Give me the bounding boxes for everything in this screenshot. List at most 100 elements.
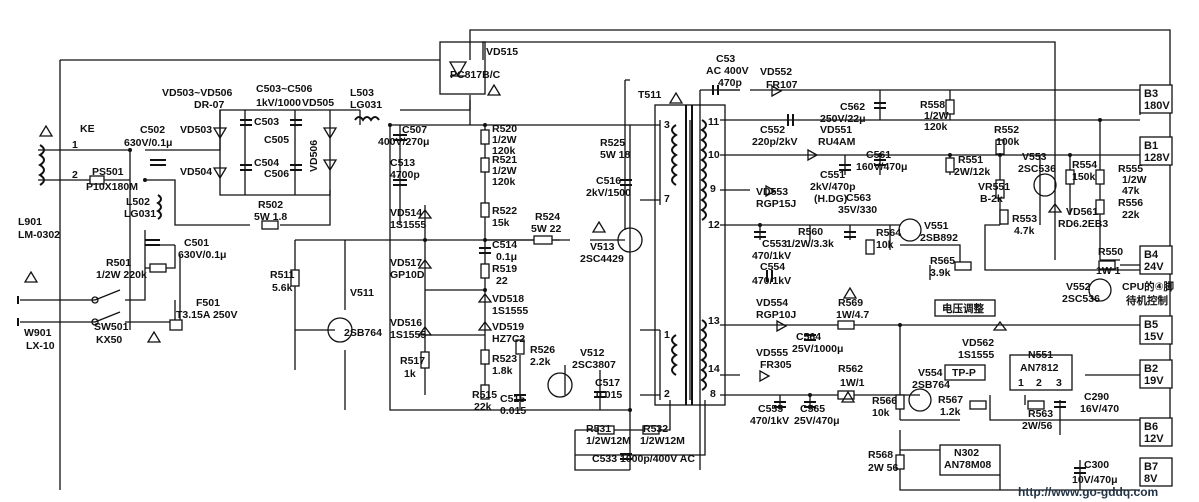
label-c517-value: 0.015 bbox=[596, 389, 622, 401]
label-c514: C514 bbox=[492, 239, 517, 251]
label-vd518: VD518 bbox=[492, 293, 524, 305]
pin-1: 1 bbox=[664, 329, 670, 341]
label-r502: R502 bbox=[258, 199, 283, 211]
switch-sw501 bbox=[94, 289, 121, 323]
label-vd562-value: 1S1555 bbox=[958, 349, 994, 361]
capacitor-c562 bbox=[874, 102, 886, 109]
label-c513-value: 4700p bbox=[390, 169, 420, 181]
r565 bbox=[954, 261, 972, 271]
r563 bbox=[1027, 400, 1045, 410]
transistor-v551 bbox=[898, 218, 922, 242]
label-c555-value: 470/1kV bbox=[750, 415, 789, 427]
label-v552: V552 bbox=[1066, 281, 1091, 293]
r501 bbox=[149, 263, 167, 273]
label-vd561: VD561 bbox=[1066, 206, 1098, 218]
svg-text:12V: 12V bbox=[1144, 433, 1164, 445]
pin-14: 14 bbox=[708, 363, 720, 375]
label-cpu-pin4: CPU的④脚 bbox=[1122, 280, 1174, 293]
n551-pin-3: 3 bbox=[1056, 377, 1062, 389]
label-vd505: VD505 bbox=[302, 97, 334, 109]
label-n302: N302 bbox=[954, 447, 979, 459]
label-c290-value: 16V/470 bbox=[1080, 403, 1119, 415]
label-c562-value: 250V/22μ bbox=[820, 113, 866, 125]
label-vd561-value: RD6.2EB3 bbox=[1058, 218, 1108, 230]
label-c564-value: 25V/1000μ bbox=[792, 343, 843, 355]
capacitor-c513 bbox=[393, 179, 407, 186]
n551-pin-2: 2 bbox=[1036, 377, 1042, 389]
label-vd553-value: RGP15J bbox=[756, 198, 796, 210]
capacitor-c516 bbox=[620, 179, 632, 186]
svg-text:B5: B5 bbox=[1144, 319, 1158, 331]
label-v513-value: 2SC4429 bbox=[580, 253, 624, 265]
label-r555-v1: 1/2W bbox=[1122, 174, 1147, 186]
transistor-v554 bbox=[908, 388, 932, 412]
t511-secondary-1 bbox=[700, 119, 707, 221]
output-b2: B2 19V bbox=[1139, 359, 1173, 389]
label-r555: R555 bbox=[1118, 163, 1143, 175]
label-sw501-value: KX50 bbox=[96, 334, 122, 346]
label-ps501: PS501 bbox=[92, 166, 124, 178]
r550 bbox=[1098, 260, 1116, 270]
output-b6: B6 12V bbox=[1139, 417, 1173, 447]
label-r553-value: 4.7k bbox=[1014, 225, 1035, 237]
label-n551-value: AN7812 bbox=[1020, 362, 1059, 374]
diode-vd519 bbox=[477, 320, 493, 331]
label-c517: C517 bbox=[595, 377, 620, 389]
pin-12: 12 bbox=[708, 219, 720, 231]
label-r566-value: 10k bbox=[872, 407, 890, 419]
component-labels: KE C502 630V/0.1μ PS501 P10X180M L901 LM… bbox=[18, 46, 1174, 486]
label-c554-value: 470/1kV bbox=[752, 275, 791, 287]
label-vd552-value: FR107 bbox=[766, 79, 798, 91]
label-f501-value: T3.15A 250V bbox=[176, 309, 237, 321]
label-c561-value: 160V/470μ bbox=[856, 161, 907, 173]
t511-primary-2 bbox=[671, 334, 678, 376]
label-c503: C503 bbox=[254, 116, 279, 128]
label-sw501: SW501 bbox=[94, 321, 129, 333]
svg-text:B4: B4 bbox=[1144, 249, 1159, 261]
photocoupler-pc817 bbox=[439, 41, 486, 95]
capacitor-c53 bbox=[712, 85, 719, 95]
label-r511: R511 bbox=[270, 269, 295, 281]
capacitor-c552 bbox=[787, 114, 794, 126]
input-pin-2: 2 bbox=[72, 169, 78, 181]
label-c53-v2: 470p bbox=[718, 77, 742, 89]
label-vd515: VD515 bbox=[486, 46, 518, 58]
capacitor-c564 bbox=[804, 334, 816, 341]
r568 bbox=[895, 454, 905, 470]
svg-text:B7: B7 bbox=[1144, 461, 1158, 473]
label-r523-value: 1.8k bbox=[492, 365, 513, 377]
svg-text:B2: B2 bbox=[1144, 363, 1158, 375]
label-c506: C506 bbox=[264, 168, 289, 180]
output-b5: B5 15V bbox=[1139, 315, 1173, 345]
label-r551-value: 2W/12k bbox=[954, 166, 990, 178]
label-vd518-value: 1S1555 bbox=[492, 305, 528, 317]
r522 bbox=[480, 202, 490, 218]
svg-text:8V: 8V bbox=[1144, 473, 1158, 485]
label-vd551: VD551 bbox=[820, 124, 852, 136]
capacitor-c504 bbox=[240, 164, 252, 171]
label-r532: R532 bbox=[643, 423, 668, 435]
r526 bbox=[515, 339, 525, 355]
svg-text:15V: 15V bbox=[1144, 331, 1164, 343]
capacitor-c551 bbox=[839, 164, 851, 171]
watermark-url: http://www.go-gddq.com bbox=[1018, 485, 1158, 499]
label-vd514-value: 1S1555 bbox=[390, 219, 426, 231]
svg-text:B1: B1 bbox=[1144, 140, 1158, 152]
capacitor-c300 bbox=[1074, 467, 1086, 474]
label-r569: R569 bbox=[838, 297, 863, 309]
label-r550: R550 bbox=[1098, 246, 1123, 258]
label-l502: L502 bbox=[126, 196, 150, 208]
label-c551-v2: (H.DG) bbox=[814, 193, 847, 205]
label-vr551-value: B-2k bbox=[980, 193, 1003, 205]
f501-fuse bbox=[169, 319, 183, 331]
r521 bbox=[480, 157, 490, 173]
label-v513: V513 bbox=[590, 241, 615, 253]
r555 bbox=[1095, 169, 1105, 185]
capacitor-c502 bbox=[150, 159, 166, 166]
r524 bbox=[533, 235, 553, 245]
capacitor-c561 bbox=[874, 159, 886, 166]
junction-dots bbox=[128, 118, 1102, 412]
r519 bbox=[480, 263, 490, 279]
label-vd516-value: 1S1555 bbox=[390, 329, 426, 341]
